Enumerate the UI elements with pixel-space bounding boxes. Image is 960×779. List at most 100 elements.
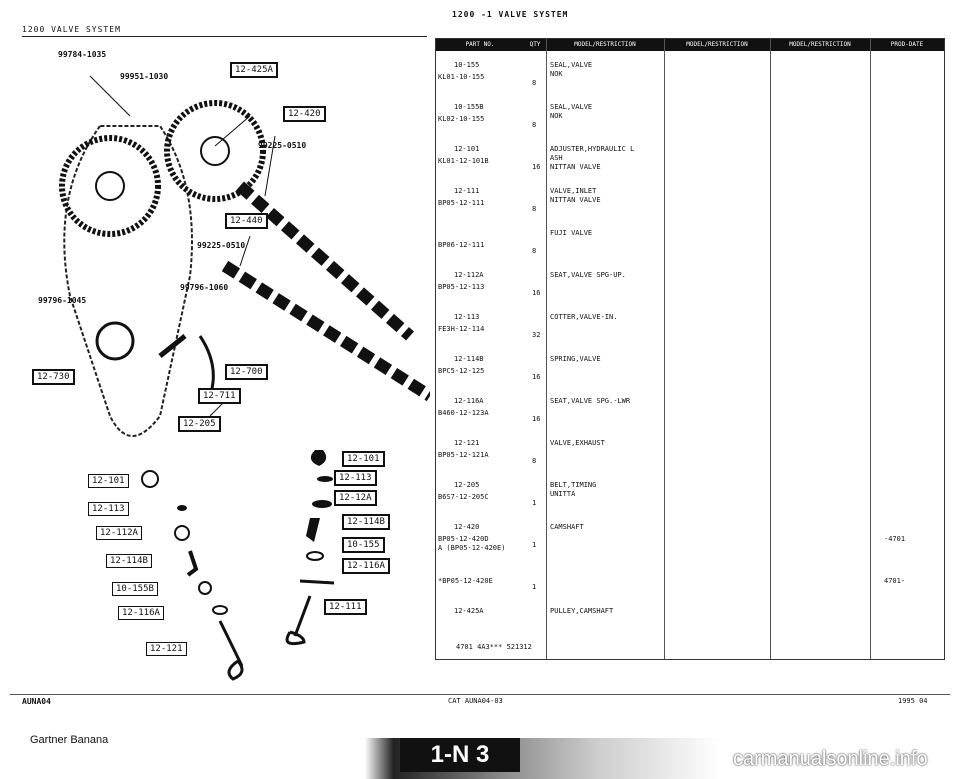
quantity: 8 bbox=[532, 205, 537, 213]
ref-box: 12-700 bbox=[225, 364, 268, 380]
catalog-code: AUNA04 bbox=[22, 697, 51, 706]
tensioner-spring bbox=[158, 334, 187, 358]
description: NITTAN VALVE bbox=[550, 163, 601, 171]
legend-ref-box: 12-116A bbox=[118, 606, 164, 620]
valve-system-diagram bbox=[59, 75, 430, 681]
description: BELT,TIMING bbox=[550, 481, 597, 489]
callout-part-number: 99784-1035 bbox=[58, 50, 107, 59]
part-alt: A (BP05-12-420E) bbox=[438, 544, 506, 552]
legend-ref-box: 12-111 bbox=[324, 599, 367, 615]
description: SEAT,VALVE SPG-UP. bbox=[550, 271, 626, 279]
part-number: BP05-12-121A bbox=[438, 451, 489, 459]
watermark: carmanualsonline.info bbox=[733, 748, 928, 770]
ref-box: 12-420 bbox=[283, 106, 326, 122]
quantity: 16 bbox=[532, 289, 541, 297]
ref-number: 12-425A bbox=[454, 607, 484, 615]
idler-arm bbox=[198, 335, 215, 397]
description: NOK bbox=[550, 70, 563, 78]
part-number: KL02-10-155 bbox=[438, 115, 485, 123]
description: NITTAN VALVE bbox=[550, 196, 601, 204]
ref-box: 12-440 bbox=[225, 213, 268, 229]
quantity: 1 bbox=[532, 499, 537, 507]
ref-number: 12-121 bbox=[454, 439, 480, 447]
seat-lower-r-icon bbox=[299, 579, 335, 585]
callout-part-number: 99951-1030 bbox=[120, 72, 169, 81]
spring-r-icon bbox=[306, 518, 320, 542]
callout-part-number: 99796-1060 bbox=[180, 283, 229, 292]
lash-adjuster-icon bbox=[141, 470, 159, 488]
cotter-icon bbox=[177, 505, 187, 511]
part-number: KL01-10-155 bbox=[438, 73, 485, 81]
description: SEAT,VALVE SPG.-LWR bbox=[550, 397, 631, 405]
quantity: 16 bbox=[532, 415, 541, 423]
legend-ref-box: 12-12A bbox=[334, 490, 377, 506]
column-divider bbox=[770, 39, 771, 659]
part-number: B6S7-12-205C bbox=[438, 493, 489, 501]
prod-date: -4701 bbox=[884, 535, 906, 543]
legend-ref-box: 12-112A bbox=[96, 526, 142, 540]
description: NOK bbox=[550, 112, 563, 120]
page-header: 1200 -1 VALVE SYSTEM bbox=[452, 10, 569, 19]
description: VALVE,INLET bbox=[550, 187, 597, 195]
seal-icon bbox=[198, 581, 212, 595]
ref-number: 12-111 bbox=[454, 187, 480, 195]
seat-lower-icon bbox=[212, 605, 228, 615]
description: CAMSHAFT bbox=[550, 523, 584, 531]
legend-ref-box: 12-116A bbox=[342, 558, 390, 574]
adjuster-icon bbox=[310, 450, 327, 466]
legend-ref-box: 12-113 bbox=[88, 502, 129, 516]
description: SPRING,VALVE bbox=[550, 355, 601, 363]
timing-belt bbox=[63, 125, 193, 437]
column-divider bbox=[546, 39, 547, 659]
legend-ref-box: 12-101 bbox=[88, 474, 129, 488]
ref-box: 12-425A bbox=[230, 62, 278, 78]
ref-number: 12-101 bbox=[454, 145, 480, 153]
ref-box: 12-730 bbox=[32, 369, 75, 385]
legend-ref-box: 12-114B bbox=[106, 554, 152, 568]
inlet-valve-icon bbox=[285, 595, 312, 646]
quantity: 16 bbox=[532, 163, 541, 171]
col-header-model: MODEL/RESTRICTION bbox=[574, 41, 636, 48]
camshaft-upper bbox=[236, 181, 414, 341]
quantity: 1 bbox=[532, 541, 537, 549]
part-number: BP05-12-113 bbox=[438, 283, 485, 291]
quantity: 8 bbox=[532, 121, 537, 129]
quantity: 16 bbox=[532, 373, 541, 381]
footer-rule bbox=[10, 694, 950, 695]
legend-ref-box: 10-155 bbox=[342, 537, 385, 553]
quantity: 1 bbox=[532, 583, 537, 591]
part-number: B460-12-123A bbox=[438, 409, 489, 417]
tensioner-pulley bbox=[95, 321, 135, 361]
table-header: PART NO. QTY MODEL/RESTRICTION MODEL/RES… bbox=[436, 39, 944, 51]
catalog-ref: CAT AUNA04-03 bbox=[448, 697, 503, 705]
part-number: KL01-12-101B bbox=[438, 157, 489, 165]
quantity: 8 bbox=[532, 79, 537, 87]
table-footnote: 4701 4A3*** 521312 bbox=[456, 643, 532, 651]
parts-table: PART NO. QTY MODEL/RESTRICTION MODEL/RES… bbox=[435, 38, 945, 660]
part-number: *BP05-12-420E bbox=[438, 577, 493, 585]
legend-ref-box: 10-155B bbox=[112, 582, 158, 596]
description: UNITTA bbox=[550, 490, 576, 498]
description: SEAL,VALVE bbox=[550, 103, 593, 111]
leader-line bbox=[89, 75, 131, 117]
description: ASH bbox=[550, 154, 563, 162]
col-header-qty: QTY bbox=[529, 41, 541, 48]
camshaft-lower bbox=[221, 260, 430, 402]
cotter-r-icon bbox=[317, 476, 333, 482]
issue-date: 1995 04 bbox=[898, 697, 928, 705]
col-header-prod-date: PROD-DATE bbox=[890, 41, 924, 48]
legend-ref-box: 12-113 bbox=[334, 470, 377, 486]
cam-pulley-rear bbox=[164, 100, 266, 202]
description: COTTER,VALVE-IN. bbox=[550, 313, 618, 321]
column-divider bbox=[870, 39, 871, 659]
spring-icon bbox=[186, 550, 199, 577]
legend-ref-box: 12-114B bbox=[342, 514, 390, 530]
description: FUJI VALVE bbox=[550, 229, 593, 237]
ref-number: 12-112A bbox=[454, 271, 484, 279]
legend-ref-box: 12-101 bbox=[342, 451, 385, 467]
col-header-model: MODEL/RESTRICTION bbox=[789, 41, 851, 48]
description: VALVE,EXHAUST bbox=[550, 439, 605, 447]
callout-part-number: 99796-1045 bbox=[38, 296, 87, 305]
header-rule bbox=[22, 36, 427, 37]
description: ADJUSTER,HYDRAULIC L bbox=[550, 145, 635, 153]
